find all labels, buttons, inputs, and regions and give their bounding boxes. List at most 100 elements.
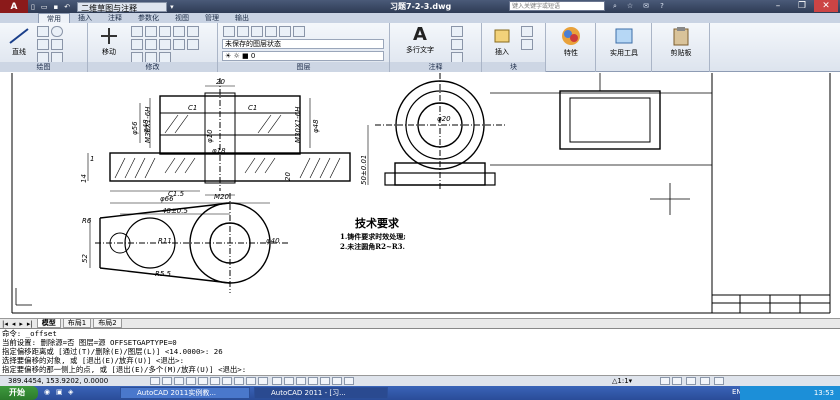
tab-insert[interactable]: 插入: [78, 14, 92, 22]
dyn-icon[interactable]: [234, 377, 244, 385]
tab-nav-last-icon[interactable]: ▸|: [26, 319, 33, 328]
copy-icon[interactable]: [173, 26, 185, 37]
tab-nav-prev-icon[interactable]: ◂: [11, 319, 16, 328]
polar-icon[interactable]: [186, 377, 196, 385]
auto-scale-icon[interactable]: [672, 377, 682, 385]
tab-model[interactable]: 模型: [36, 319, 61, 328]
restore-button[interactable]: ❐: [797, 1, 807, 11]
subscription-icon[interactable]: ☆: [626, 2, 634, 10]
tab-manage[interactable]: 管理: [205, 14, 219, 22]
clipboard-button[interactable]: 剪贴板: [658, 26, 704, 58]
lineweight-icon[interactable]: [246, 377, 256, 385]
erase-icon[interactable]: [159, 26, 171, 37]
layer-properties-icon[interactable]: [223, 26, 235, 37]
tab-view[interactable]: 视图: [175, 14, 189, 22]
taskbar-item-word[interactable]: AutoCAD 2011实例教...: [120, 387, 250, 399]
ortho-icon[interactable]: [174, 377, 184, 385]
quicklaunch-desktop-icon[interactable]: ▣: [56, 388, 63, 396]
array-icon[interactable]: [187, 39, 199, 50]
tab-nav-first-icon[interactable]: |◂: [2, 319, 8, 328]
otrack-icon[interactable]: [210, 377, 220, 385]
clean-screen-icon[interactable]: [714, 377, 724, 385]
close-button[interactable]: ✕: [814, 0, 838, 12]
showmotion-icon[interactable]: [344, 377, 354, 385]
insert-button[interactable]: 插入: [488, 27, 516, 57]
drawing-canvas[interactable]: 20 C1 C1 M30X1-6H M30X1-6H φ56 φ48 φ48 φ…: [0, 73, 840, 318]
draw-panel-title[interactable]: 绘图: [0, 62, 87, 72]
workspace-switch-icon[interactable]: [686, 377, 696, 385]
create-block-icon[interactable]: [521, 26, 533, 37]
start-button[interactable]: 开始: [0, 386, 38, 400]
layer-state-combo[interactable]: 未保存的图层状态: [222, 39, 384, 49]
annotation-scale[interactable]: △1:1▾: [612, 377, 633, 385]
current-layer-combo[interactable]: ☀ ☼ ■ 0: [222, 51, 384, 61]
dimension-icon[interactable]: [451, 26, 463, 37]
save-icon[interactable]: ▪: [53, 2, 59, 11]
tab-nav-next-icon[interactable]: ▸: [19, 319, 23, 328]
polyline-icon[interactable]: [37, 26, 49, 37]
steering-wheel-icon[interactable]: [332, 377, 342, 385]
tab-output[interactable]: 输出: [235, 14, 249, 22]
layer-lock-icon[interactable]: [293, 26, 305, 37]
language-icon[interactable]: EN: [732, 388, 742, 396]
communication-icon[interactable]: ✉: [643, 2, 649, 10]
modify-panel-title[interactable]: 修改: [88, 62, 217, 72]
minimize-button[interactable]: –: [775, 1, 781, 11]
command-line-5[interactable]: 指定要偏移的那一侧上的点, 或 [退出(E)/多个(M)/放弃(U)] <退出>…: [2, 365, 247, 374]
quicklaunch-ie-icon[interactable]: ◉: [44, 388, 51, 396]
fillet-icon[interactable]: [131, 39, 143, 50]
tab-parametric[interactable]: 参数化: [138, 14, 159, 22]
command-window[interactable]: 命令: _offset 当前设置: 删除源=否 图层=源 OFFSETGAPTY…: [0, 328, 840, 375]
ducs-icon[interactable]: [222, 377, 232, 385]
quick-properties-icon[interactable]: [258, 377, 268, 385]
drawing-svg[interactable]: 20 C1 C1 M30X1-6H M30X1-6H φ56 φ48 φ48 φ…: [0, 73, 840, 318]
quick-view-drawings-icon[interactable]: [296, 377, 306, 385]
tab-home[interactable]: 常用: [38, 13, 70, 23]
tab-layout1[interactable]: 布局1: [62, 319, 92, 328]
coordinates-readout[interactable]: 389.4454, 153.9202, 0.0000: [8, 377, 109, 385]
layers-panel-title[interactable]: 图层: [218, 62, 389, 72]
circle-icon[interactable]: [51, 26, 63, 37]
scale-icon[interactable]: [173, 39, 185, 50]
rectangle-icon[interactable]: [51, 39, 63, 50]
new-icon[interactable]: ▯: [31, 2, 35, 11]
layer-off-icon[interactable]: [265, 26, 277, 37]
line-button[interactable]: 直线: [4, 27, 34, 57]
pan-icon[interactable]: [308, 377, 318, 385]
open-icon[interactable]: ▭: [40, 2, 48, 11]
osnap-icon[interactable]: [198, 377, 208, 385]
annotation-visibility-icon[interactable]: [660, 377, 670, 385]
rotate-icon[interactable]: [131, 26, 143, 37]
mirror-icon[interactable]: [187, 26, 199, 37]
tab-annotate[interactable]: 注释: [108, 14, 122, 22]
layer-match-icon[interactable]: [237, 26, 249, 37]
mtext-button[interactable]: A 多行文字: [398, 25, 442, 55]
clock[interactable]: 13:53: [740, 386, 840, 400]
workspace-dropdown-icon[interactable]: ▾: [170, 2, 174, 11]
zoom-icon[interactable]: [320, 377, 330, 385]
model-space-icon[interactable]: [272, 377, 282, 385]
utilities-button[interactable]: 实用工具: [600, 26, 648, 58]
search-icon[interactable]: ⌕: [613, 2, 617, 10]
stretch-icon[interactable]: [159, 39, 171, 50]
snap-icon[interactable]: [150, 377, 160, 385]
undo-icon[interactable]: ↶: [64, 2, 71, 11]
autocad-logo-icon[interactable]: A: [0, 0, 28, 13]
quicklaunch-media-icon[interactable]: ◈: [68, 388, 74, 396]
grid-icon[interactable]: [162, 377, 172, 385]
taskbar-item-autocad[interactable]: AutoCAD 2011 - [习...: [254, 387, 388, 399]
layer-freeze-icon[interactable]: [279, 26, 291, 37]
trim-icon[interactable]: [145, 26, 157, 37]
move-button[interactable]: 移动: [94, 27, 124, 57]
arc-icon[interactable]: [37, 39, 49, 50]
leader-icon[interactable]: [451, 39, 463, 50]
layer-previous-icon[interactable]: [251, 26, 263, 37]
help-icon[interactable]: ?: [660, 2, 664, 10]
explode-icon[interactable]: [145, 39, 157, 50]
workspace-selector[interactable]: 二维草图与注释: [77, 1, 168, 13]
lock-icon[interactable]: [700, 377, 710, 385]
annotation-panel-title[interactable]: 注释: [390, 62, 481, 72]
quick-view-layouts-icon[interactable]: [284, 377, 294, 385]
block-panel-title[interactable]: 块: [482, 62, 545, 72]
tab-layout2[interactable]: 布局2: [93, 319, 122, 328]
